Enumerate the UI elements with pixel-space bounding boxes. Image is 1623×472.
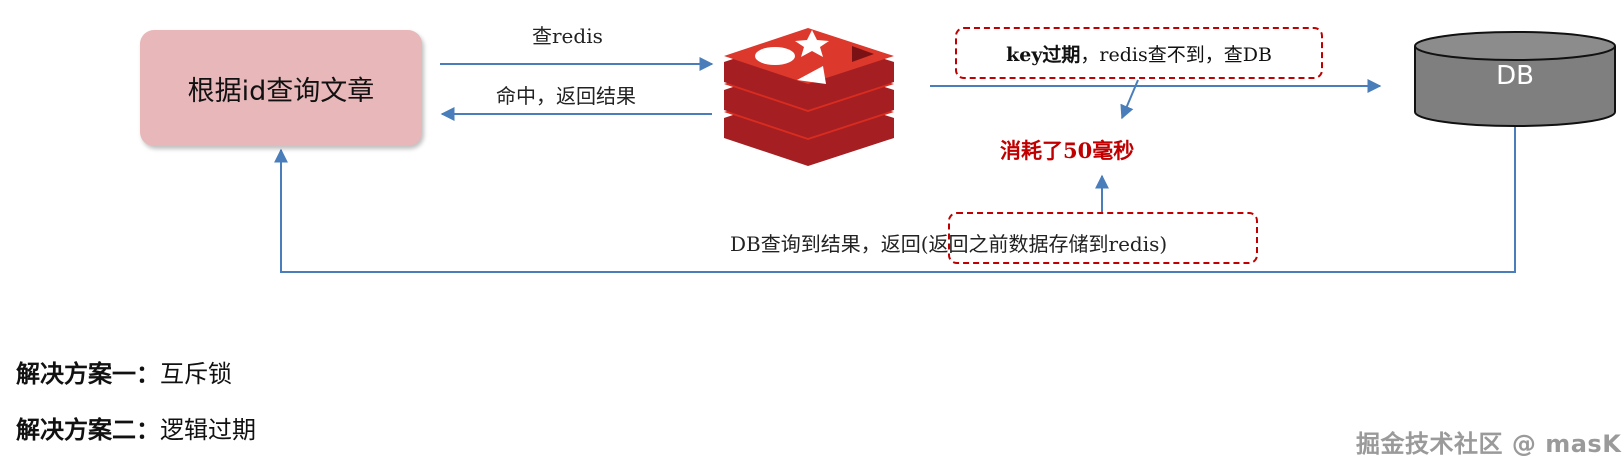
cache-miss-note: key过期，redis查不到，查DB xyxy=(955,27,1323,79)
database-cylinder-icon xyxy=(1414,31,1616,127)
arrow-note-callout xyxy=(1120,79,1139,120)
solution-2: 解决方案二：逻辑过期 xyxy=(16,410,256,445)
edge-label-hit-return: 命中，返回结果 xyxy=(496,84,636,108)
return-note-boxed: (返回之前数据存储到redis) xyxy=(920,232,1168,256)
solution-2-value: 逻辑过期 xyxy=(160,416,256,444)
watermark: 掘金技术社区 @ masK xyxy=(1356,430,1622,458)
solution-1-value: 互斥锁 xyxy=(160,360,232,388)
solution-2-key: 解决方案二： xyxy=(16,415,160,444)
cache-miss-rest: ，redis查不到，查DB xyxy=(1080,43,1272,66)
cost-note: 消耗了50毫秒 xyxy=(1000,138,1135,163)
return-note-prefix: DB查询到结果，返回 xyxy=(730,232,921,256)
return-note: DB查询到结果，返回(返回之前数据存储到redis) xyxy=(730,228,1167,257)
solution-1: 解决方案一：互斥锁 xyxy=(16,354,232,389)
solution-1-key: 解决方案一： xyxy=(16,359,160,388)
article-query-box: 根据id查询文章 xyxy=(140,30,422,146)
db-label: DB xyxy=(1496,61,1534,91)
arrow-db-return-path xyxy=(274,126,1516,273)
article-query-label: 根据id查询文章 xyxy=(187,75,375,107)
redis-logo-icon xyxy=(724,28,894,166)
cache-miss-key-part: key过期 xyxy=(1006,43,1081,66)
return-note-box xyxy=(948,212,1258,264)
edge-label-query-redis: 查redis xyxy=(532,24,603,48)
